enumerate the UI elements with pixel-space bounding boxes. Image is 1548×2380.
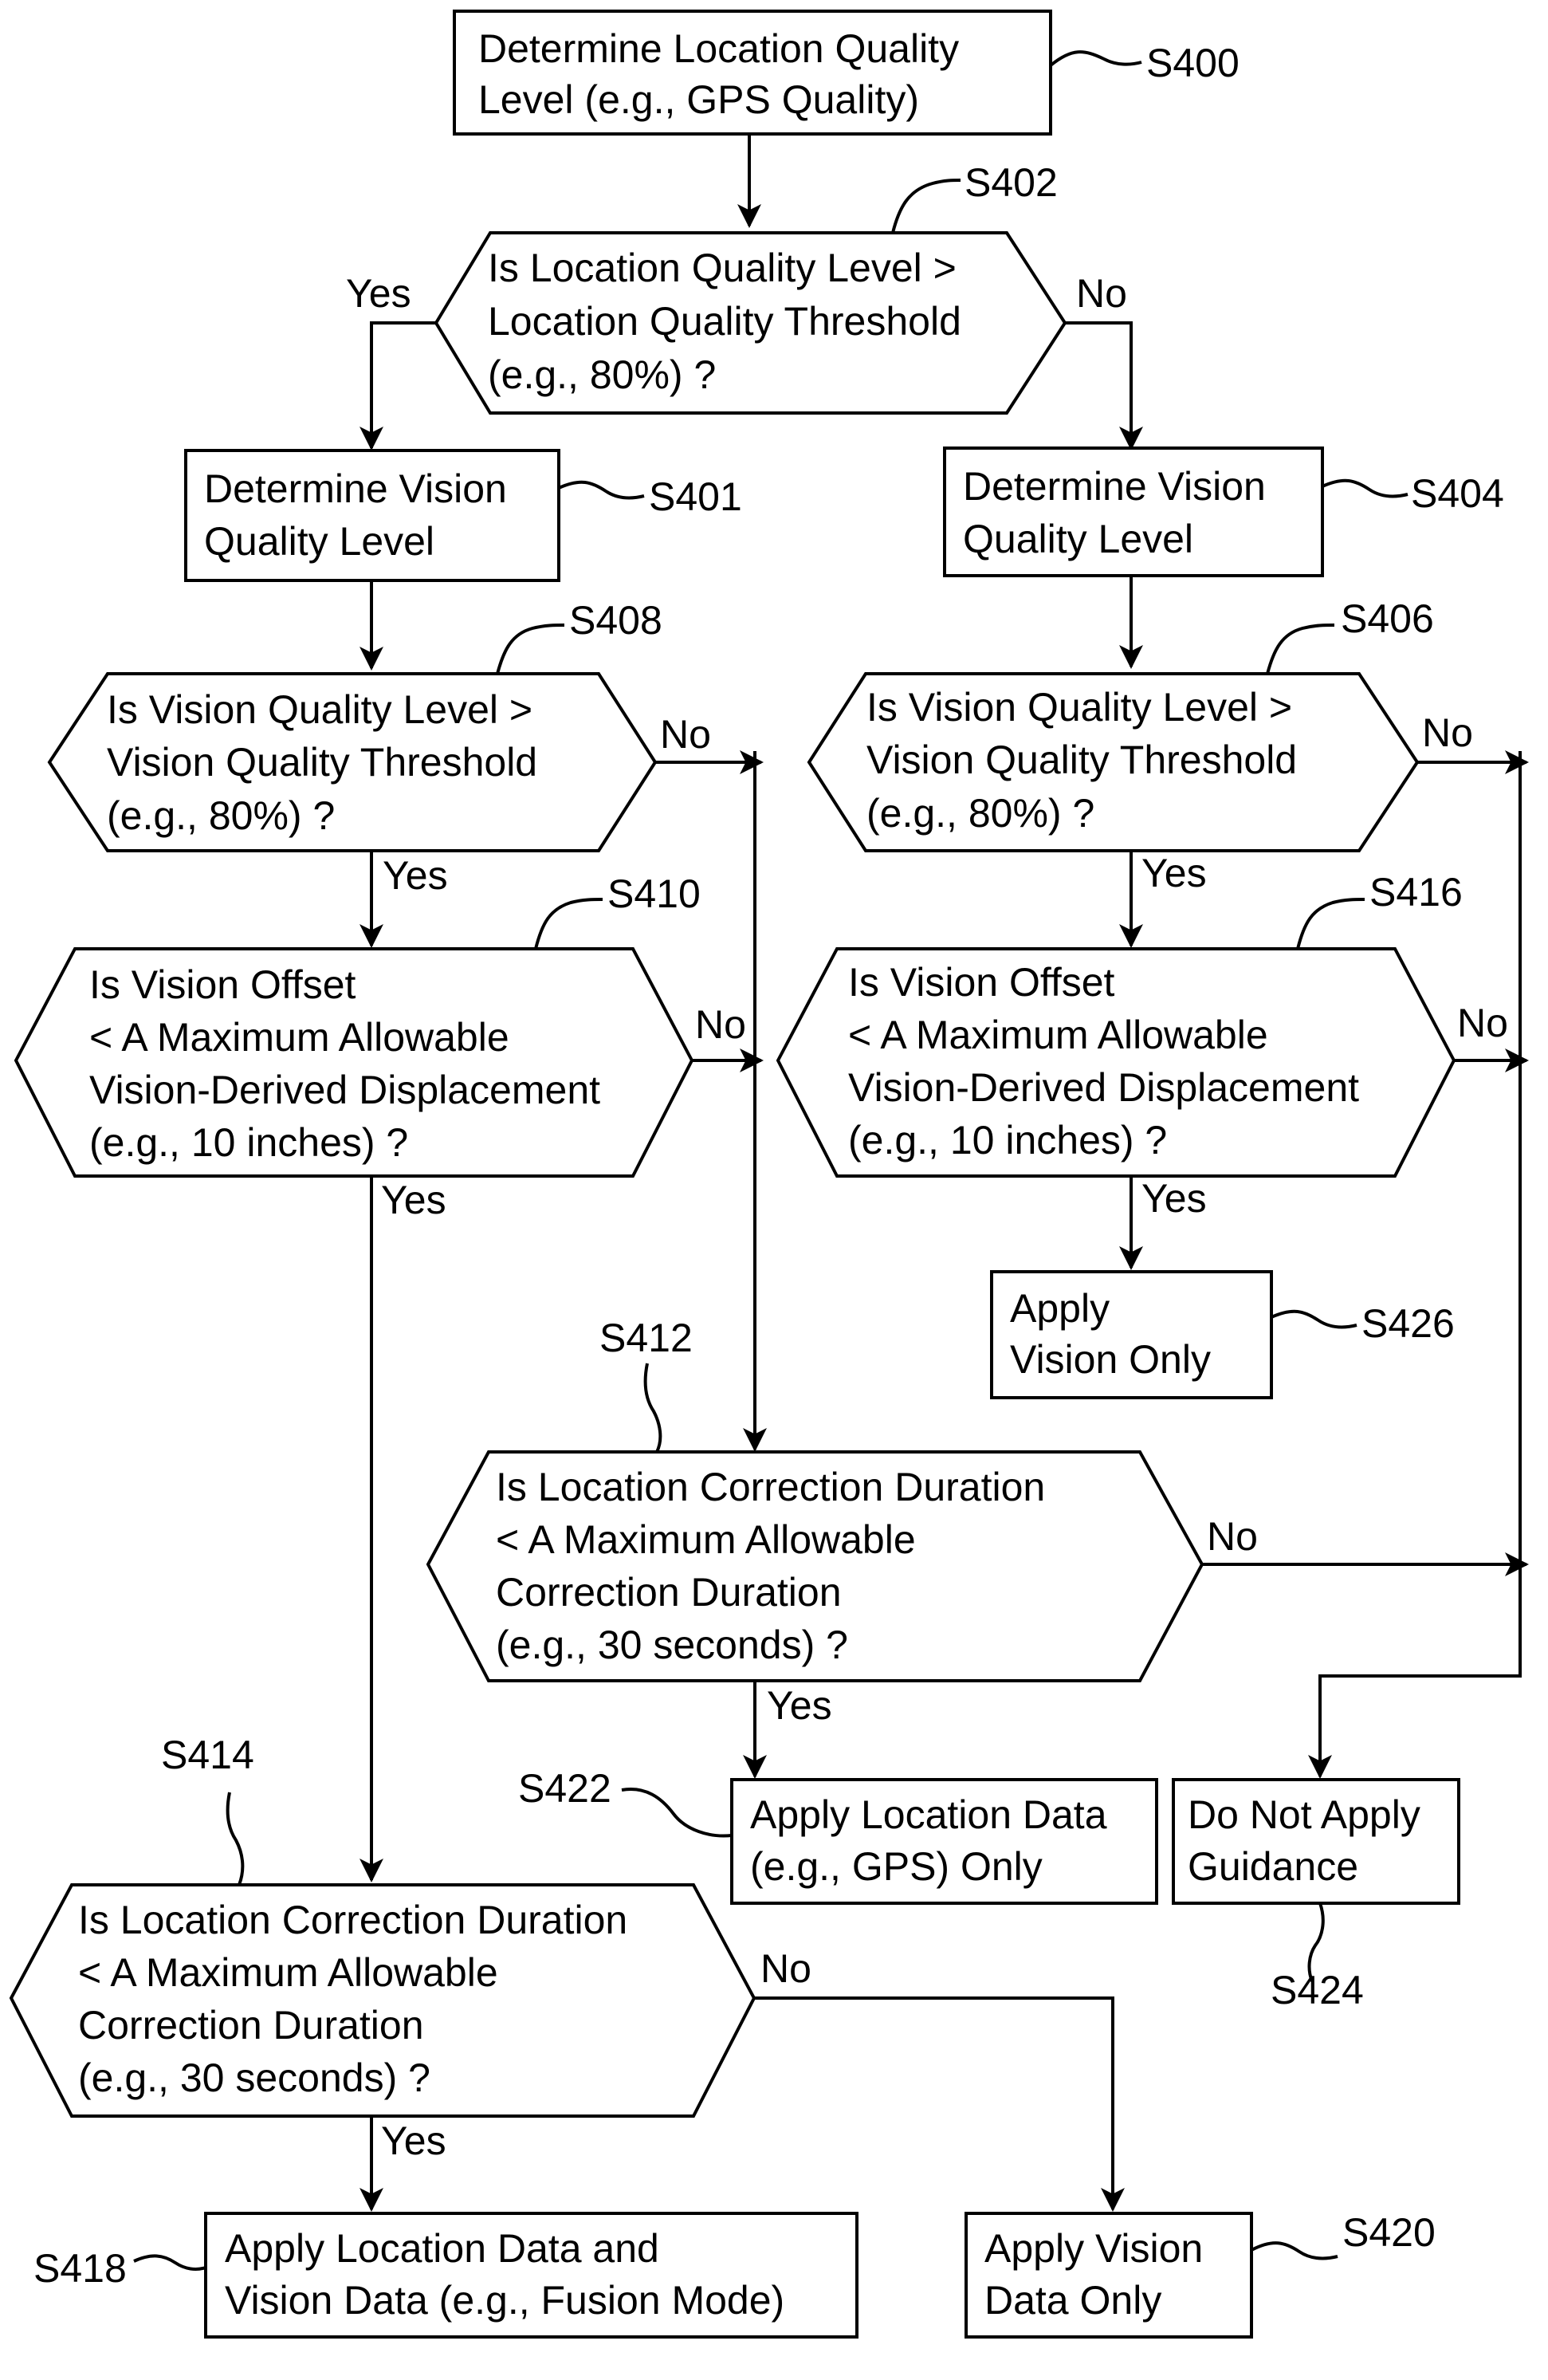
step-id-s426: S426 bbox=[1361, 1301, 1455, 1346]
step-id-s402: S402 bbox=[965, 160, 1058, 205]
leader-s418 bbox=[134, 2256, 206, 2269]
step-id-s400: S400 bbox=[1146, 41, 1240, 85]
leader-s422 bbox=[622, 1789, 732, 1835]
s400-line-1: Determine Location Quality bbox=[478, 26, 959, 71]
s406-line-2: Vision Quality Threshold bbox=[866, 738, 1297, 782]
s412-line-4: (e.g., 30 seconds) ? bbox=[496, 1623, 848, 1667]
s404-line-2: Quality Level bbox=[963, 517, 1193, 561]
s412-line-2: < A Maximum Allowable bbox=[496, 1517, 916, 1562]
s410-line-1: Is Vision Offset bbox=[89, 962, 356, 1007]
s406-line-1: Is Vision Quality Level > bbox=[866, 685, 1292, 730]
leader-s408 bbox=[497, 625, 564, 674]
s402-line-1: Is Location Quality Level > bbox=[488, 246, 957, 290]
leader-s414 bbox=[228, 1792, 243, 1885]
label-s414-no: No bbox=[760, 1946, 811, 1991]
s422-line-1: Apply Location Data bbox=[750, 1792, 1107, 1837]
s412-line-1: Is Location Correction Duration bbox=[496, 1465, 1045, 1509]
label-s416-no: No bbox=[1457, 1001, 1508, 1045]
s414-line-3: Correction Duration bbox=[78, 2003, 424, 2048]
label-s408-yes: Yes bbox=[383, 853, 448, 898]
label-s416-yes: Yes bbox=[1141, 1176, 1207, 1221]
label-s408-no: No bbox=[660, 712, 711, 757]
s406-line-3: (e.g., 80%) ? bbox=[866, 791, 1094, 836]
s412-line-3: Correction Duration bbox=[496, 1570, 842, 1615]
s400-line-2: Level (e.g., GPS Quality) bbox=[478, 77, 919, 122]
s420-line-1: Apply Vision bbox=[984, 2226, 1203, 2271]
step-id-s410: S410 bbox=[607, 871, 701, 916]
label-s410-yes: Yes bbox=[381, 1178, 446, 1222]
label-s412-yes: Yes bbox=[767, 1683, 832, 1728]
leader-s401 bbox=[559, 482, 644, 498]
leader-s410 bbox=[536, 899, 603, 949]
s402-line-3: (e.g., 80%) ? bbox=[488, 352, 716, 397]
s418-line-2: Vision Data (e.g., Fusion Mode) bbox=[225, 2278, 784, 2323]
step-id-s418: S418 bbox=[33, 2246, 127, 2291]
label-s410-no: No bbox=[695, 1002, 746, 1047]
label-s402-no: No bbox=[1076, 271, 1127, 316]
leader-s400 bbox=[1051, 52, 1141, 65]
step-id-s412: S412 bbox=[599, 1316, 693, 1360]
label-s402-yes: Yes bbox=[346, 271, 411, 316]
step-id-s401: S401 bbox=[649, 474, 742, 519]
s410-line-4: (e.g., 10 inches) ? bbox=[89, 1120, 408, 1165]
s416-line-1: Is Vision Offset bbox=[848, 960, 1115, 1005]
step-id-s416: S416 bbox=[1369, 870, 1463, 915]
leader-s416 bbox=[1298, 899, 1365, 949]
s416-line-2: < A Maximum Allowable bbox=[848, 1013, 1268, 1057]
step-id-s414: S414 bbox=[161, 1733, 254, 1777]
s408-line-1: Is Vision Quality Level > bbox=[107, 687, 532, 732]
step-id-s422: S422 bbox=[518, 1766, 611, 1811]
step-id-s424: S424 bbox=[1271, 1968, 1364, 2012]
s422-line-2: (e.g., GPS) Only bbox=[750, 1844, 1043, 1889]
leader-s404 bbox=[1322, 481, 1408, 497]
s410-line-2: < A Maximum Allowable bbox=[89, 1015, 509, 1060]
leader-s426 bbox=[1271, 1312, 1357, 1328]
s401-line-2: Quality Level bbox=[204, 519, 434, 564]
label-s412-no: No bbox=[1207, 1514, 1258, 1559]
label-s406-yes: Yes bbox=[1141, 851, 1207, 895]
step-id-s404: S404 bbox=[1411, 471, 1504, 516]
s424-line-1: Do Not Apply bbox=[1188, 1792, 1420, 1837]
edge-s402-no bbox=[1065, 323, 1131, 448]
leader-s412 bbox=[646, 1363, 661, 1452]
step-id-s420: S420 bbox=[1342, 2210, 1436, 2255]
s424-line-2: Guidance bbox=[1188, 1844, 1358, 1889]
s426-line-2: Vision Only bbox=[1010, 1337, 1211, 1382]
label-s406-no: No bbox=[1422, 710, 1473, 755]
edge-s414-no bbox=[754, 1998, 1113, 2209]
s408-line-3: (e.g., 80%) ? bbox=[107, 793, 335, 838]
label-s414-yes: Yes bbox=[381, 2118, 446, 2163]
s401-line-1: Determine Vision bbox=[204, 466, 507, 511]
s408-line-2: Vision Quality Threshold bbox=[107, 740, 537, 785]
leader-s406 bbox=[1267, 625, 1334, 674]
leader-s402 bbox=[893, 180, 961, 233]
edge-s402-yes bbox=[371, 323, 436, 448]
s418-line-1: Apply Location Data and bbox=[225, 2226, 659, 2271]
s414-line-1: Is Location Correction Duration bbox=[78, 1898, 627, 1942]
s414-line-4: (e.g., 30 seconds) ? bbox=[78, 2055, 430, 2100]
s404-line-1: Determine Vision bbox=[963, 464, 1266, 509]
s426-line-1: Apply bbox=[1010, 1286, 1110, 1331]
leader-s420 bbox=[1251, 2243, 1338, 2258]
step-id-s408: S408 bbox=[569, 598, 662, 643]
step-id-s406: S406 bbox=[1341, 596, 1434, 641]
s416-line-3: Vision-Derived Displacement bbox=[848, 1065, 1359, 1110]
s414-line-2: < A Maximum Allowable bbox=[78, 1950, 498, 1995]
s402-line-2: Location Quality Threshold bbox=[488, 299, 961, 344]
s410-line-3: Vision-Derived Displacement bbox=[89, 1068, 600, 1112]
s420-line-2: Data Only bbox=[984, 2278, 1161, 2323]
s416-line-4: (e.g., 10 inches) ? bbox=[848, 1118, 1167, 1162]
